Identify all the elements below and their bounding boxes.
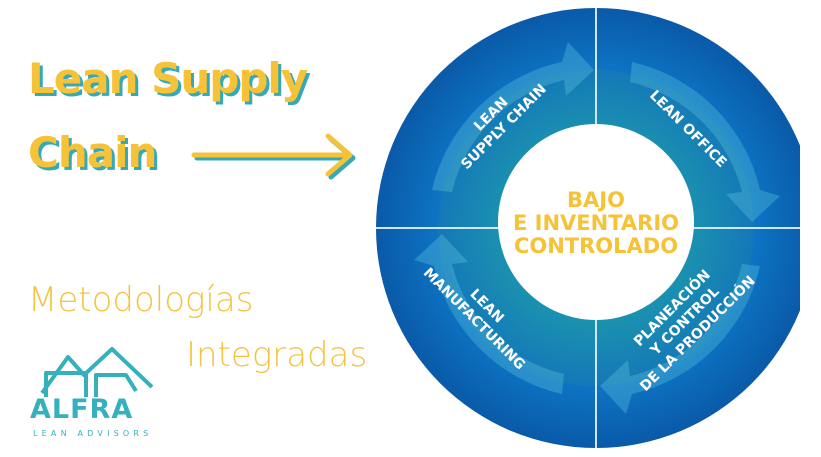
- center-line-1: BAJO: [567, 188, 625, 212]
- wheel-center-disc: [498, 124, 694, 320]
- logo-tagline: LEAN ADVISORS: [33, 429, 153, 438]
- cycle-arrow-top-right: [630, 62, 780, 222]
- title-line-1: Lean Supply: [28, 54, 308, 103]
- logo-name: ALFRA: [30, 394, 134, 425]
- center-line-3: CONTROLADO: [514, 234, 678, 258]
- house-roof-icon: [40, 347, 154, 397]
- arrow-right-icon: [191, 133, 356, 180]
- center-line-2: E INVENTARIO: [513, 211, 679, 235]
- subtitle-integradas: Integradas: [186, 335, 368, 375]
- cycle-arrow-bottom-left: [414, 234, 564, 394]
- title-line-2: Chain: [28, 128, 157, 177]
- cycle-arrow-bottom-right: [600, 264, 760, 414]
- cycle-arrow-top-left: [432, 42, 594, 192]
- subtitle-metodologias: Metodologías: [28, 280, 254, 320]
- methodology-wheel: BAJO E INVENTARIO CONTROLADO LEAN SUPPLY…: [376, 8, 800, 448]
